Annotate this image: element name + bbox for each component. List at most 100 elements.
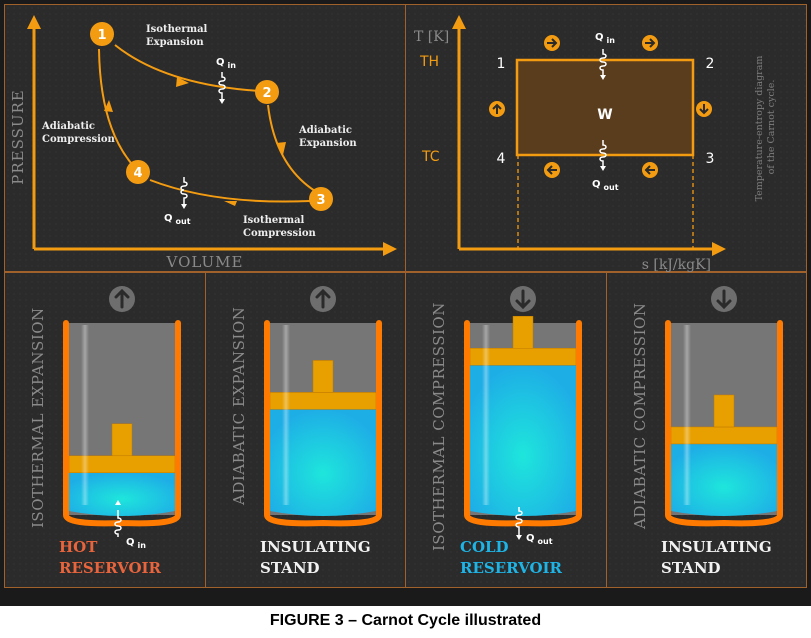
pv-point-4: 4 <box>126 160 150 184</box>
glass-highlight <box>282 325 290 505</box>
direction-up-icon <box>109 286 135 312</box>
direction-down-icon <box>510 286 536 312</box>
pv-diagram: VOLUME PRESSURE 1 2 3 4 Isothermal Expan… <box>9 15 397 271</box>
heat-sub: in <box>138 541 147 550</box>
pv-diagram-panel: VOLUME PRESSURE 1 2 3 4 Isothermal Expan… <box>4 4 406 272</box>
pv-point-3: 3 <box>309 187 333 211</box>
insulating-stand-label: INSULATING STAND <box>260 537 371 579</box>
curve-4-1 <box>98 48 132 164</box>
heat-squiggle-icon <box>114 510 122 537</box>
cylinder-wall <box>665 320 783 527</box>
gas-volume <box>270 409 376 516</box>
arrow-down-icon <box>696 101 712 117</box>
th-label: TH <box>419 54 439 70</box>
pv-point-1: 1 <box>90 22 114 46</box>
label-adiabatic-expansion: Adiabatic Expansion <box>298 125 357 149</box>
curve-2-3 <box>267 104 316 192</box>
ts-y-axis-label: T [K] <box>414 29 449 45</box>
direction-down-icon <box>711 286 737 312</box>
svg-text:Qin: Qin <box>216 57 236 70</box>
svg-text:Qin: Qin <box>595 32 615 45</box>
svg-text:1: 1 <box>97 28 106 43</box>
ts-side-note: Temperature-entropy diagram of the Carno… <box>754 53 777 202</box>
heat-q: Q <box>126 537 135 548</box>
carnot-figure: VOLUME PRESSURE 1 2 3 4 Isothermal Expan… <box>0 0 811 606</box>
gas-volume <box>69 472 175 516</box>
gas-volume <box>470 365 576 516</box>
piston-rod <box>713 394 735 428</box>
heat-squiggle-icon <box>599 49 607 75</box>
hot-reservoir-label: HOT RESERVOIR <box>59 537 161 579</box>
glass-highlight <box>81 325 89 505</box>
pv-point-2: 2 <box>255 80 279 104</box>
gas-volume <box>671 443 777 516</box>
heat-squiggle-icon <box>218 72 226 99</box>
work-area <box>515 58 695 157</box>
ts-y-axis-arrowhead <box>452 15 466 29</box>
arrow-right-icon <box>544 35 560 51</box>
stage-title: ADIABATIC COMPRESSION <box>631 302 649 529</box>
arrow-1-2 <box>176 77 189 87</box>
heat-squiggle-icon <box>599 140 607 166</box>
reservoir-line-2: RESERVOIR <box>59 559 162 577</box>
svg-text:Qin: Qin <box>126 537 146 550</box>
svg-text:4: 4 <box>133 166 142 181</box>
arrow-2-3 <box>276 142 286 155</box>
ts-x-axis-label: s [kJ/kgK] <box>642 257 711 273</box>
ts-corner-3: 3 <box>706 151 715 167</box>
piston-rod <box>111 423 133 457</box>
pv-x-axis-arrowhead <box>383 242 397 256</box>
cylinder-wall <box>264 320 382 527</box>
direction-up-icon <box>310 286 336 312</box>
stage-panel-2: ADIABATIC EXPANSION INSULATING STAND <box>205 272 406 588</box>
stage-title: ISOTHERMAL EXPANSION <box>29 307 47 528</box>
glass-highlight <box>683 325 691 505</box>
arrow-left-icon <box>642 162 658 178</box>
curve-3-4 <box>149 179 311 203</box>
piston-rod <box>512 315 534 349</box>
pv-x-axis-label: VOLUME <box>166 253 244 271</box>
label-isothermal-compression: Isothermal Compression <box>243 215 317 239</box>
reservoir-line-1: COLD <box>460 538 509 556</box>
arrow-left-icon <box>544 162 560 178</box>
reservoir-line-2: RESERVOIR <box>460 559 563 577</box>
cylinder-wall <box>464 320 582 527</box>
heat-squiggle-icon <box>515 507 523 535</box>
reservoir-line-1: INSULATING <box>260 538 371 556</box>
tc-label: TC <box>421 149 440 165</box>
heat-q: Q <box>526 533 535 544</box>
arrow-4-1 <box>104 100 113 112</box>
piston-rod <box>312 360 334 393</box>
arrow-right-icon <box>642 35 658 51</box>
reservoir-line-1: INSULATING <box>661 538 772 556</box>
ts-corner-1: 1 <box>497 56 506 72</box>
reservoir-line-1: HOT <box>59 538 98 556</box>
curve-1-2 <box>114 44 261 92</box>
heat-sub: out <box>538 537 553 546</box>
stage-title: ADIABATIC EXPANSION <box>230 306 248 505</box>
cold-reservoir-label: COLD RESERVOIR <box>460 537 562 579</box>
stage-title: ISOTHERMAL COMPRESSION <box>430 302 448 551</box>
label-isothermal-expansion: Isothermal Expansion <box>146 24 211 48</box>
arrow-up-icon <box>489 101 505 117</box>
pv-y-axis-label: PRESSURE <box>9 89 27 185</box>
svg-text:3: 3 <box>316 193 325 208</box>
cylinder-wall <box>63 320 181 527</box>
ts-corner-2: 2 <box>706 56 715 72</box>
reservoir-line-2: STAND <box>260 559 320 577</box>
svg-text:2: 2 <box>262 86 271 101</box>
